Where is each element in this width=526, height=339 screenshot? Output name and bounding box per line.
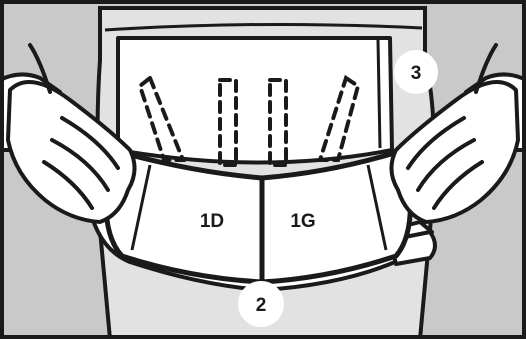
label-badge-1g: 1G — [281, 198, 325, 242]
label-back-panel: 3 — [411, 63, 422, 84]
label-badge-3: 3 — [395, 51, 437, 93]
label-badge-2: 2 — [239, 282, 283, 326]
label-badge-1d: 1D — [190, 198, 234, 242]
back-panel-edge — [378, 40, 380, 148]
label-front-right: 1G — [290, 211, 315, 232]
label-front-left: 1D — [200, 211, 224, 232]
label-bottom-strap: 2 — [256, 295, 267, 316]
